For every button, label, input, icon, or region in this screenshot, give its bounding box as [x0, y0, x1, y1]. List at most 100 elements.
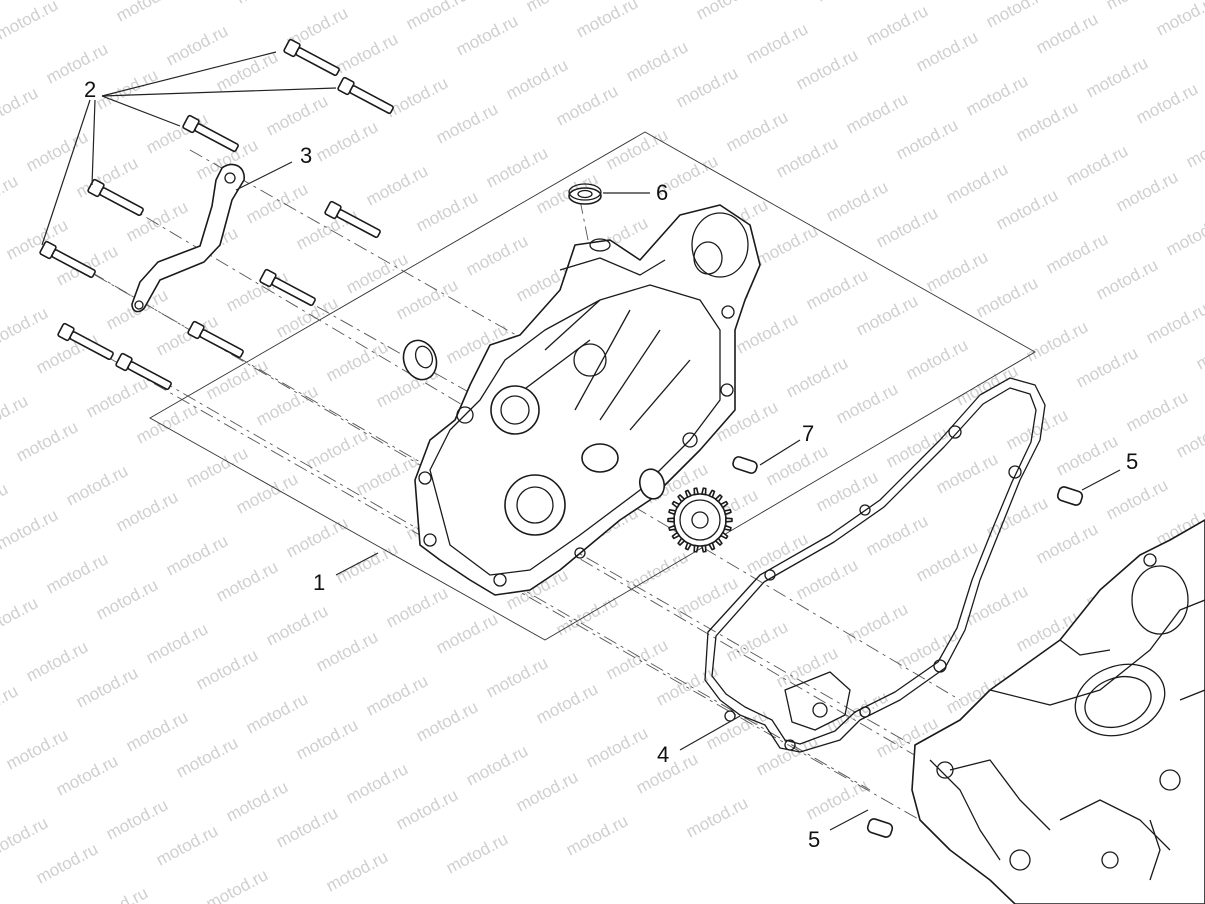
watermark-text: motod.ru	[863, 511, 931, 559]
watermark-text: motod.ru	[893, 115, 961, 163]
watermark-text: motod.ru	[0, 259, 1, 307]
oil-seal-top	[568, 183, 602, 205]
watermark-text: motod.ru	[343, 759, 411, 807]
bolt	[57, 322, 114, 361]
bracket	[131, 163, 245, 313]
watermark-text: motod.ru	[453, 11, 521, 59]
watermark-text: motod.ru	[243, 689, 311, 737]
watermark-text: motod.ru	[733, 309, 801, 357]
watermark-text: motod.ru	[0, 593, 41, 641]
watermark-text: motod.ru	[573, 0, 641, 42]
callout-1: 1	[313, 570, 325, 595]
bolt-set	[39, 38, 394, 391]
watermark-text: motod.ru	[583, 723, 651, 771]
watermark-text: motod.ru	[933, 449, 1001, 497]
watermark-text: motod.ru	[383, 583, 451, 631]
watermark-text: motod.ru	[63, 461, 131, 509]
gear-tooth	[693, 544, 699, 553]
watermark-text: motod.ru	[843, 599, 911, 647]
watermark-text: motod.ru	[1013, 97, 1081, 145]
gasket	[704, 377, 1046, 753]
watermark-text: motod.ru	[913, 537, 981, 585]
gear	[667, 487, 733, 553]
watermark-text: motod.ru	[163, 21, 231, 69]
watermark-text: motod.ru	[363, 161, 431, 209]
watermark-text: motod.ru	[1093, 255, 1161, 303]
watermark-text: motod.ru	[293, 715, 361, 763]
watermark-text: motod.ru	[0, 813, 51, 861]
watermark-text: motod.ru	[533, 679, 601, 727]
callout-6: 6	[656, 180, 668, 205]
watermark-text: motod.ru	[253, 381, 321, 429]
oil-seal-side	[402, 339, 438, 381]
watermark-text: motod.ru	[83, 373, 151, 421]
watermark-text: motod.ru	[503, 55, 571, 103]
watermark-text: motod.ru	[793, 555, 861, 603]
watermark-text: motod.ru	[133, 399, 201, 447]
watermark-text: motod.ru	[1023, 317, 1091, 365]
watermark-text: motod.ru	[193, 645, 261, 693]
watermark-text: motod.ru	[913, 27, 981, 75]
bolt	[182, 114, 239, 153]
watermark-text: motod.ru	[903, 335, 971, 383]
watermark-text: motod.ru	[103, 795, 171, 843]
watermark-text: motod.ru	[303, 425, 371, 473]
watermark-text: motod.ru	[513, 767, 581, 815]
watermark-text: motod.ru	[73, 663, 141, 711]
watermark-text: motod.ru	[1153, 0, 1205, 40]
watermark-text: motod.ru	[43, 549, 111, 597]
watermark-text: motod.ru	[1183, 123, 1205, 171]
watermark-text: motod.ru	[943, 159, 1011, 207]
watermark-text: motod.ru	[1123, 387, 1191, 435]
watermark-text: motod.ru	[1113, 167, 1181, 215]
watermark-text: motod.ru	[333, 29, 401, 77]
gear-tooth	[714, 494, 723, 503]
watermark-text: motod.ru	[233, 469, 301, 517]
bolt	[337, 76, 394, 115]
watermark-text: motod.ru	[603, 125, 671, 173]
watermark-text: motod.ru	[0, 171, 21, 219]
watermark-text: motod.ru	[323, 847, 391, 895]
watermark-text: motod.ru	[723, 617, 791, 665]
gear-tooth	[719, 500, 729, 509]
gear-tooth	[708, 489, 716, 499]
watermark-text: motod.ru	[153, 821, 221, 869]
gear-tooth	[723, 509, 732, 516]
watermark-text: motod.ru	[353, 451, 421, 499]
watermark-text: motod.ru	[3, 725, 71, 773]
watermark-text: motod.ru	[673, 573, 741, 621]
watermark-text: motod.ru	[93, 575, 161, 623]
watermark-text: motod.ru	[403, 0, 471, 34]
watermark-text: motod.ru	[0, 0, 61, 44]
watermark-text: motod.ru	[1133, 79, 1201, 127]
watermark-text: motod.ru	[323, 337, 391, 385]
watermark-text: motod.ru	[13, 417, 81, 465]
watermark-text: motod.ru	[83, 883, 151, 904]
watermark-text: motod.ru	[1103, 0, 1171, 14]
watermark-text: motod.ru	[1163, 211, 1205, 259]
watermark-text: motod.ru	[1033, 519, 1101, 567]
watermark-text: motod.ru	[213, 47, 281, 95]
watermark-text: motod.ru	[333, 539, 401, 587]
watermark-text: motod.ru	[1083, 53, 1151, 101]
watermark-text: motod.ru	[463, 741, 531, 789]
watermark-text: motod.ru	[683, 793, 751, 841]
watermark-text: motod.ru	[1073, 343, 1141, 391]
watermark-text: motod.ru	[263, 91, 331, 139]
watermark-text: motod.ru	[183, 443, 251, 491]
watermark-text: motod.ru	[963, 71, 1031, 119]
watermark-text: motod.ru	[743, 529, 811, 577]
gear-tooth	[693, 487, 699, 496]
watermark-text: motod.ru	[53, 751, 121, 799]
watermark-text: motod.ru	[393, 785, 461, 833]
watermark-text: motod.ru	[893, 625, 961, 673]
gear-tooth	[677, 494, 686, 503]
watermark-text: motod.ru	[223, 777, 291, 825]
gear-tooth	[701, 487, 707, 496]
watermark-text: motod.ru	[0, 303, 51, 351]
gear-tooth	[684, 541, 692, 551]
watermark-text: motod.ru	[33, 839, 101, 887]
watermark-text: motod.ru	[563, 811, 631, 859]
callout-3: 3	[300, 143, 312, 168]
